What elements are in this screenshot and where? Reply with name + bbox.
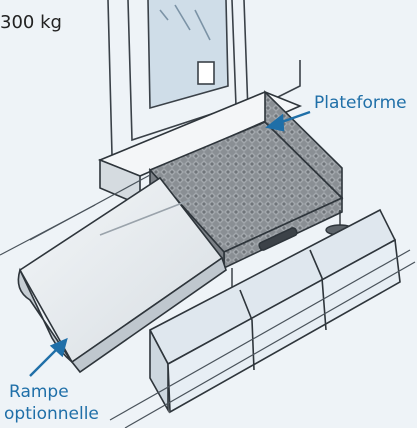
ramp-label-line1: Rampe [9,382,69,402]
ramp-arrow [29,337,68,377]
door-sill [97,91,303,207]
ground-lines [0,174,416,428]
platform-arrow [265,110,311,132]
window-frame [107,0,301,157]
platform-label: Plateforme [314,93,407,113]
curb [148,208,401,414]
weight-label: 300 kg [0,12,62,33]
ramp-label-line2: optionnelle [4,404,99,424]
